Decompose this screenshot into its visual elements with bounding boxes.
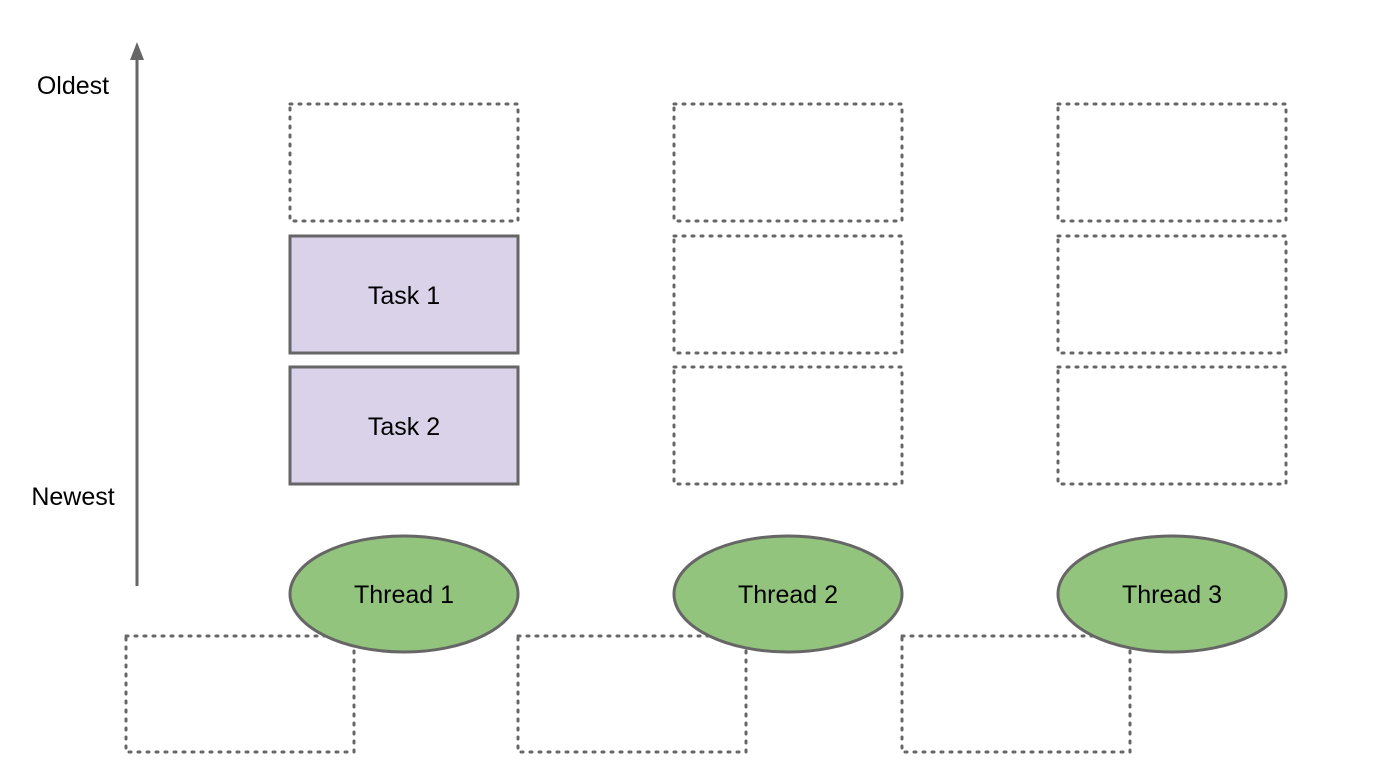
axis-label-oldest: Oldest	[37, 72, 109, 100]
task-label: Task 1	[368, 282, 440, 310]
task-box	[288, 234, 520, 355]
empty-slot	[672, 102, 904, 223]
thread-1-queue: Task 1 Task 2	[288, 102, 520, 486]
empty-slot	[1056, 102, 1288, 223]
thread-label: Thread 1	[354, 581, 454, 609]
task-card: Task 1	[288, 234, 520, 355]
thread-ellipse	[672, 534, 904, 654]
empty-slot	[124, 634, 356, 754]
bottom-slot-row	[124, 634, 1132, 754]
thread-ellipse	[288, 534, 520, 654]
empty-slot	[1056, 234, 1288, 355]
task-label: Task 2	[368, 413, 440, 441]
thread-label: Thread 3	[1122, 581, 1222, 609]
axis-label-newest: Newest	[31, 483, 114, 511]
empty-slot	[288, 102, 520, 223]
task-box	[288, 365, 520, 486]
empty-slot	[1056, 365, 1288, 486]
thread-2: Thread 2	[672, 534, 904, 654]
thread-3: Thread 3	[1056, 534, 1288, 654]
arrow-up-icon	[130, 42, 144, 60]
empty-slot	[672, 234, 904, 355]
empty-slot	[516, 634, 748, 754]
empty-slot	[672, 365, 904, 486]
empty-slot	[900, 634, 1132, 754]
thread-ellipse	[1056, 534, 1288, 654]
thread-label: Thread 2	[738, 581, 838, 609]
thread-1: Thread 1	[288, 534, 520, 654]
age-axis: Oldest Newest	[31, 42, 144, 586]
thread-3-queue	[1056, 102, 1288, 486]
thread-2-queue	[672, 102, 904, 486]
task-card: Task 2	[288, 365, 520, 486]
